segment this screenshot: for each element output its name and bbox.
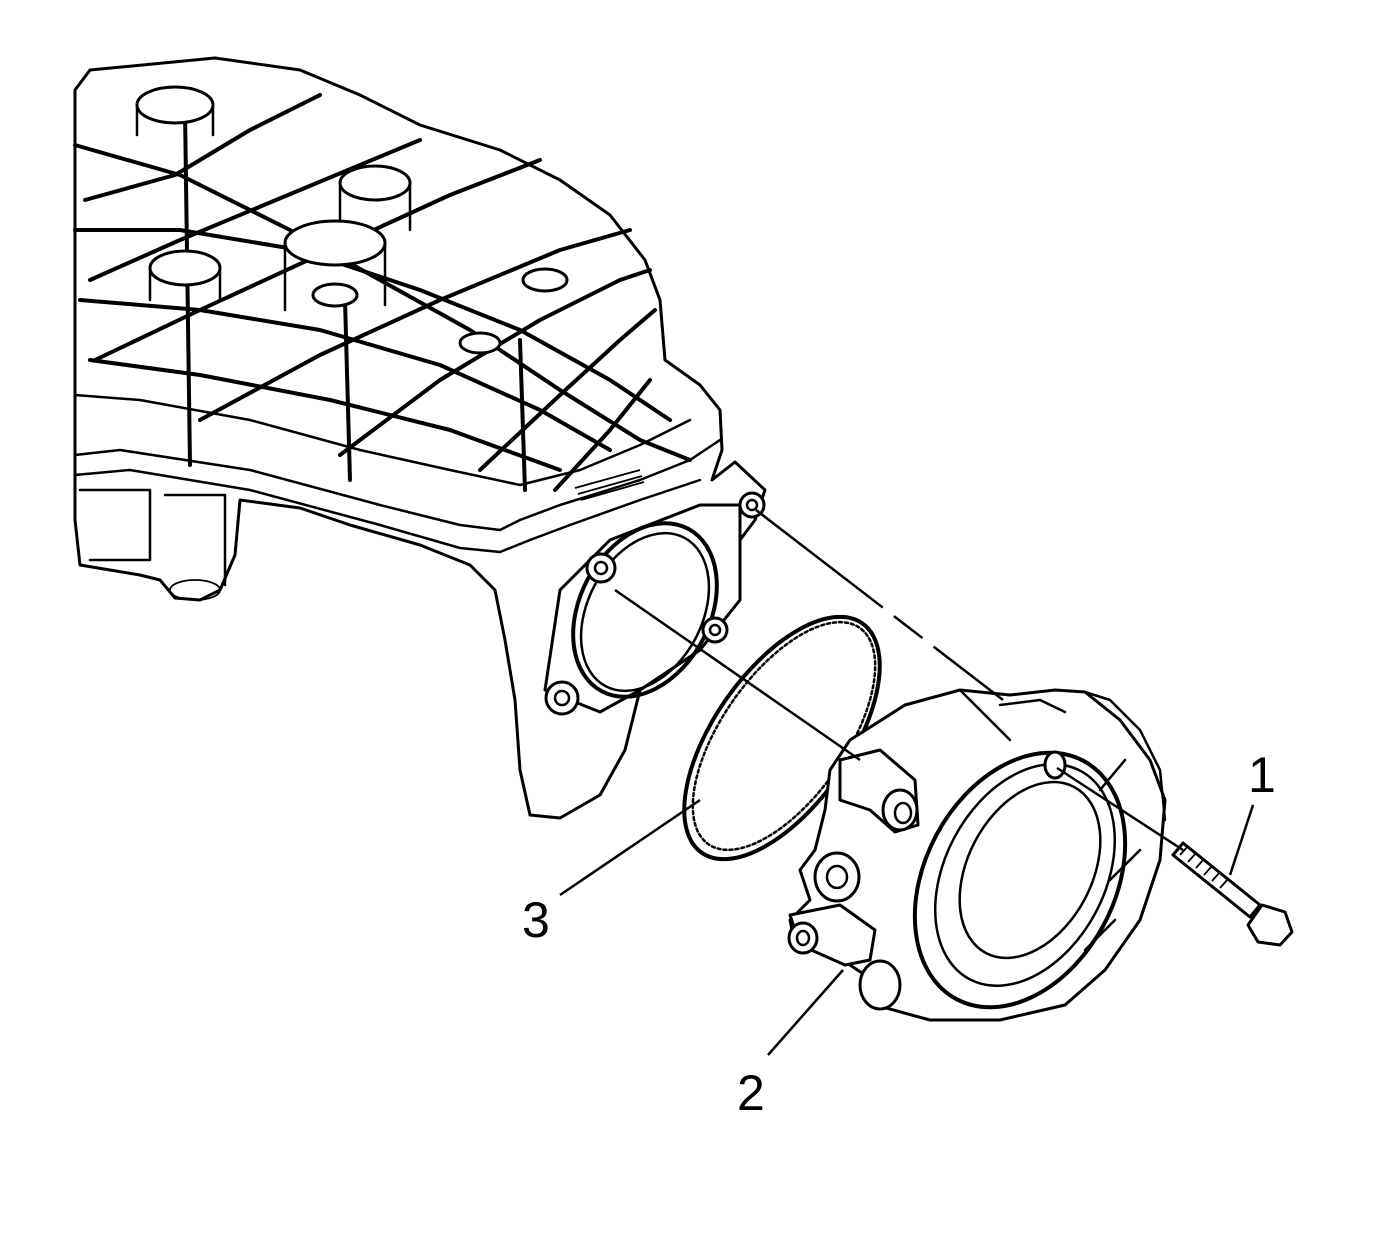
alignment-lines (614, 509, 1184, 852)
callout-2-leader (767, 969, 844, 1056)
throttle-body (787, 688, 1167, 1022)
callout-3-leader (559, 798, 701, 897)
callout-1-leader (1228, 804, 1255, 876)
callout-3-label: 3 (522, 892, 550, 948)
callout-1-label: 1 (1248, 747, 1276, 803)
callout-2-label: 2 (737, 1065, 765, 1121)
throttle-body-bolt (1171, 841, 1294, 947)
intake-manifold (73, 56, 767, 820)
